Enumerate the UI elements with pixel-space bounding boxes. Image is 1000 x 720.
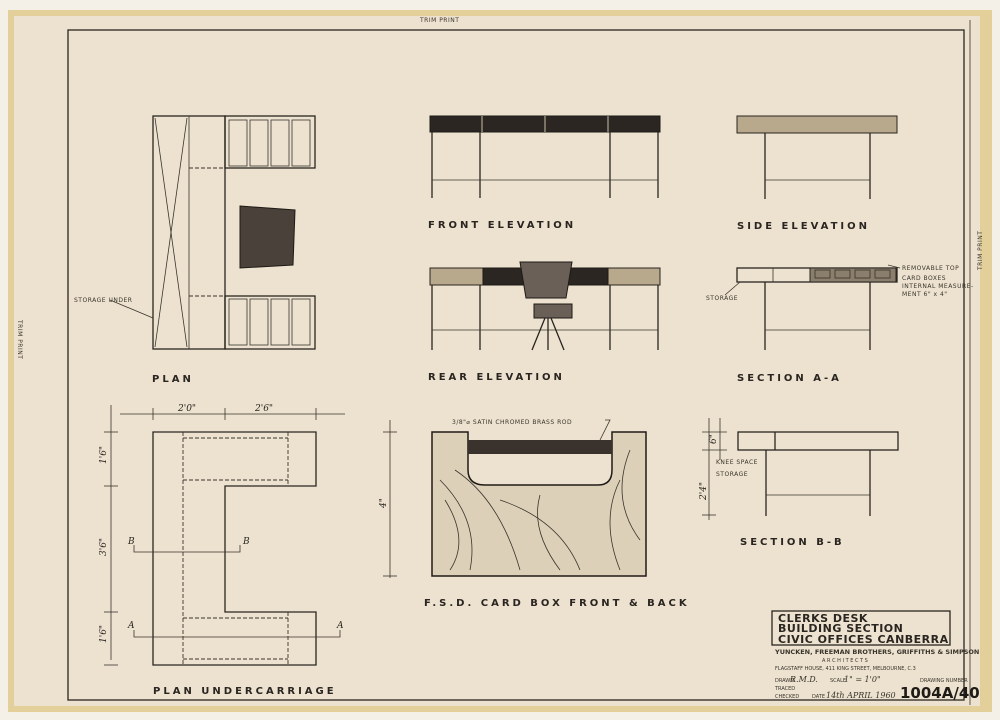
title-block: CLERKS DESK BUILDING SECTION CIVIC OFFIC… [771, 610, 980, 702]
note-removable-top: REMOVABLE TOP [902, 265, 959, 272]
traced-label: TRACED [774, 686, 795, 692]
architects-label: A R C H I T E C T S [822, 658, 868, 664]
section-mark-a-right: A [336, 621, 344, 631]
drawing-number: 1004A/40 [900, 684, 980, 702]
label-card-box: F.S.D. CARD BOX FRONT & BACK [424, 598, 690, 609]
dim-bb-h2: 2'4" [699, 482, 709, 501]
note-storage: STORAGE [706, 295, 738, 302]
trim-print-top: TRIM PRINT [419, 17, 459, 24]
dim-bb-h1: 6" [709, 434, 719, 444]
section-mark-b-right: B [242, 537, 250, 547]
chair-seat [533, 303, 573, 319]
date-label: DATE [812, 694, 825, 700]
dim-w1: 2'0" [177, 404, 196, 414]
section-mark-b-left: B [127, 537, 135, 547]
label-rear-elevation: REAR ELEVATION [428, 372, 565, 383]
plan-undercarriage: 2'0" 2'6" 1'6" 3'6" 1'6" B B A A [99, 404, 345, 666]
drawing-number-label: DRAWING NUMBER [920, 678, 968, 684]
drawn-value: R.M.D. [789, 675, 818, 684]
dim-h1: 1'6" [99, 446, 109, 464]
card-box-front-back: 4" 3/8"⌀ SATIN CHROMED BRASS ROD [379, 419, 647, 578]
note-card-boxes-3: MENT 6" x 4" [902, 291, 948, 298]
trim-print-right: TRIM PRINT [977, 231, 984, 271]
scale-label: SCALE [830, 678, 846, 684]
note-storage-bb: STORAGE [716, 471, 748, 478]
label-plan-undercarriage: PLAN UNDERCARRIAGE [153, 686, 337, 697]
scale-value: 1" = 1'0" [844, 675, 881, 684]
checked-label: CHECKED [775, 694, 799, 700]
firm-name: YUNCKEN, FREEMAN BROTHERS, GRIFFITHS & S… [774, 648, 979, 656]
date-value: 14th APRIL 1960 [826, 691, 896, 700]
section-bb: 6" 2'4" KNEE SPACE STORAGE [699, 418, 899, 520]
firm-address: FLAGSTAFF HOUSE, 411 KING STREET, MELBOU… [775, 666, 916, 672]
dim-w2: 2'6" [254, 404, 273, 414]
title-line-1: CLERKS DESK [778, 612, 868, 625]
border-frame [67, 29, 965, 701]
title-line-2: BUILDING SECTION [778, 622, 903, 635]
chair-back [519, 261, 573, 299]
note-card-boxes: CARD BOXES [902, 275, 946, 282]
drawn-label: DRAWN [775, 678, 794, 684]
note-card-boxes-2: INTERNAL MEASURE- [902, 283, 974, 290]
note-rod: 3/8"⌀ SATIN CHROMED BRASS ROD [452, 419, 572, 426]
note-knee-space: KNEE SPACE [716, 459, 758, 466]
note-storage-under: STORAGE UNDER [74, 297, 132, 304]
label-side-elevation: SIDE ELEVATION [737, 221, 870, 232]
dim-card-h: 4" [379, 498, 389, 509]
dim-h3: 1'6" [99, 625, 109, 643]
dim-h2: 3'6" [99, 538, 109, 556]
front-elevation [429, 115, 661, 198]
label-section-aa: SECTION A-A [737, 373, 842, 384]
title-line-3: CIVIC OFFICES CANBERRA [778, 633, 949, 646]
plan-view: STORAGE UNDER [74, 115, 316, 350]
rear-elevation [429, 261, 661, 351]
label-section-bb: SECTION B-B [740, 537, 845, 548]
section-aa: STORAGE REMOVABLE TOP CARD BOXES INTERNA… [706, 264, 974, 350]
section-mark-a-left: A [127, 621, 135, 631]
label-plan: PLAN [152, 374, 194, 385]
side-elevation [736, 115, 898, 199]
label-front-elevation: FRONT ELEVATION [428, 220, 576, 231]
trim-print-left: TRIM PRINT [16, 319, 23, 359]
